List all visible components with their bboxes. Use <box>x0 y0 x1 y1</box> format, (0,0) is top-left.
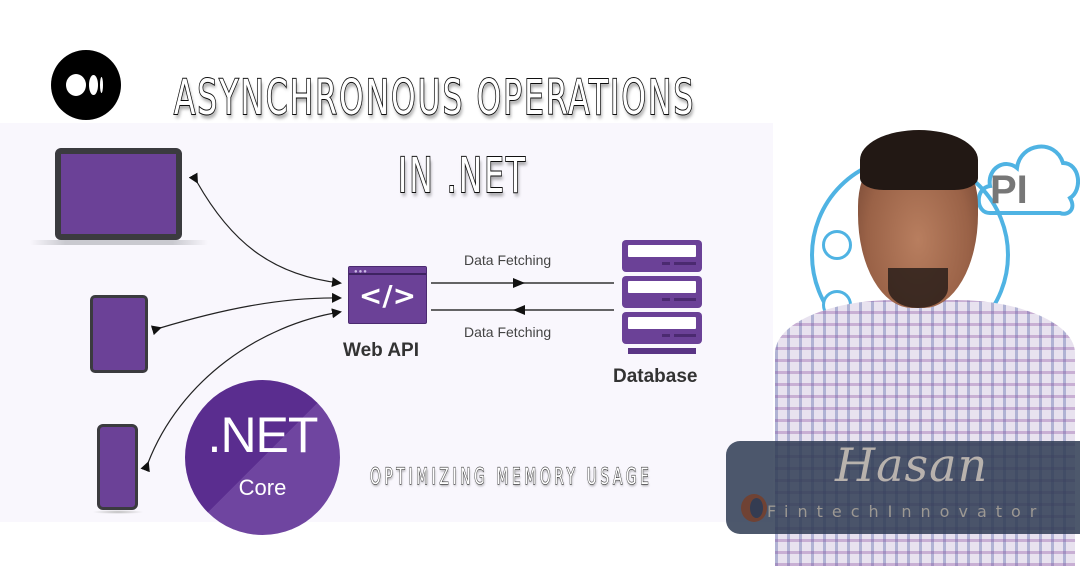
tv-icon <box>822 230 852 260</box>
author-hair <box>860 130 978 190</box>
phone-icon <box>97 424 138 510</box>
phone-shadow <box>92 510 144 514</box>
author-beard <box>888 268 948 308</box>
laptop-base <box>30 240 208 245</box>
database-label: Database <box>613 366 698 387</box>
name-banner <box>726 441 1080 534</box>
dotnet-core-logo: .NET Core <box>185 380 340 535</box>
flow-label-request: Data Fetching <box>464 252 552 268</box>
flow-label-response: Data Fetching <box>464 324 552 340</box>
api-graphic-text: PI <box>990 168 1028 212</box>
arrow-tablet-api <box>150 292 342 336</box>
author-tagline: FintechInnovator <box>767 502 1046 521</box>
medium-logo-icon <box>51 50 121 120</box>
web-api-icon: ●●● </> <box>348 266 427 324</box>
code-glyph: </> <box>358 279 417 312</box>
author-name: Hasan <box>835 438 989 492</box>
title-line-2: IN .NET <box>397 147 528 205</box>
title-line-1: ASYNCHRONOUS OPERATIONS <box>173 69 696 127</box>
arrow-phone-api <box>140 308 342 473</box>
brand-logo-icon <box>741 494 767 522</box>
tablet-icon <box>90 295 148 373</box>
web-api-label: Web API <box>343 340 420 361</box>
arrow-laptop-api <box>188 172 342 288</box>
subtitle: OPTIMIZING MEMORY USAGE <box>370 464 653 490</box>
cloud-icon <box>976 144 1080 216</box>
laptop-icon <box>55 148 182 240</box>
